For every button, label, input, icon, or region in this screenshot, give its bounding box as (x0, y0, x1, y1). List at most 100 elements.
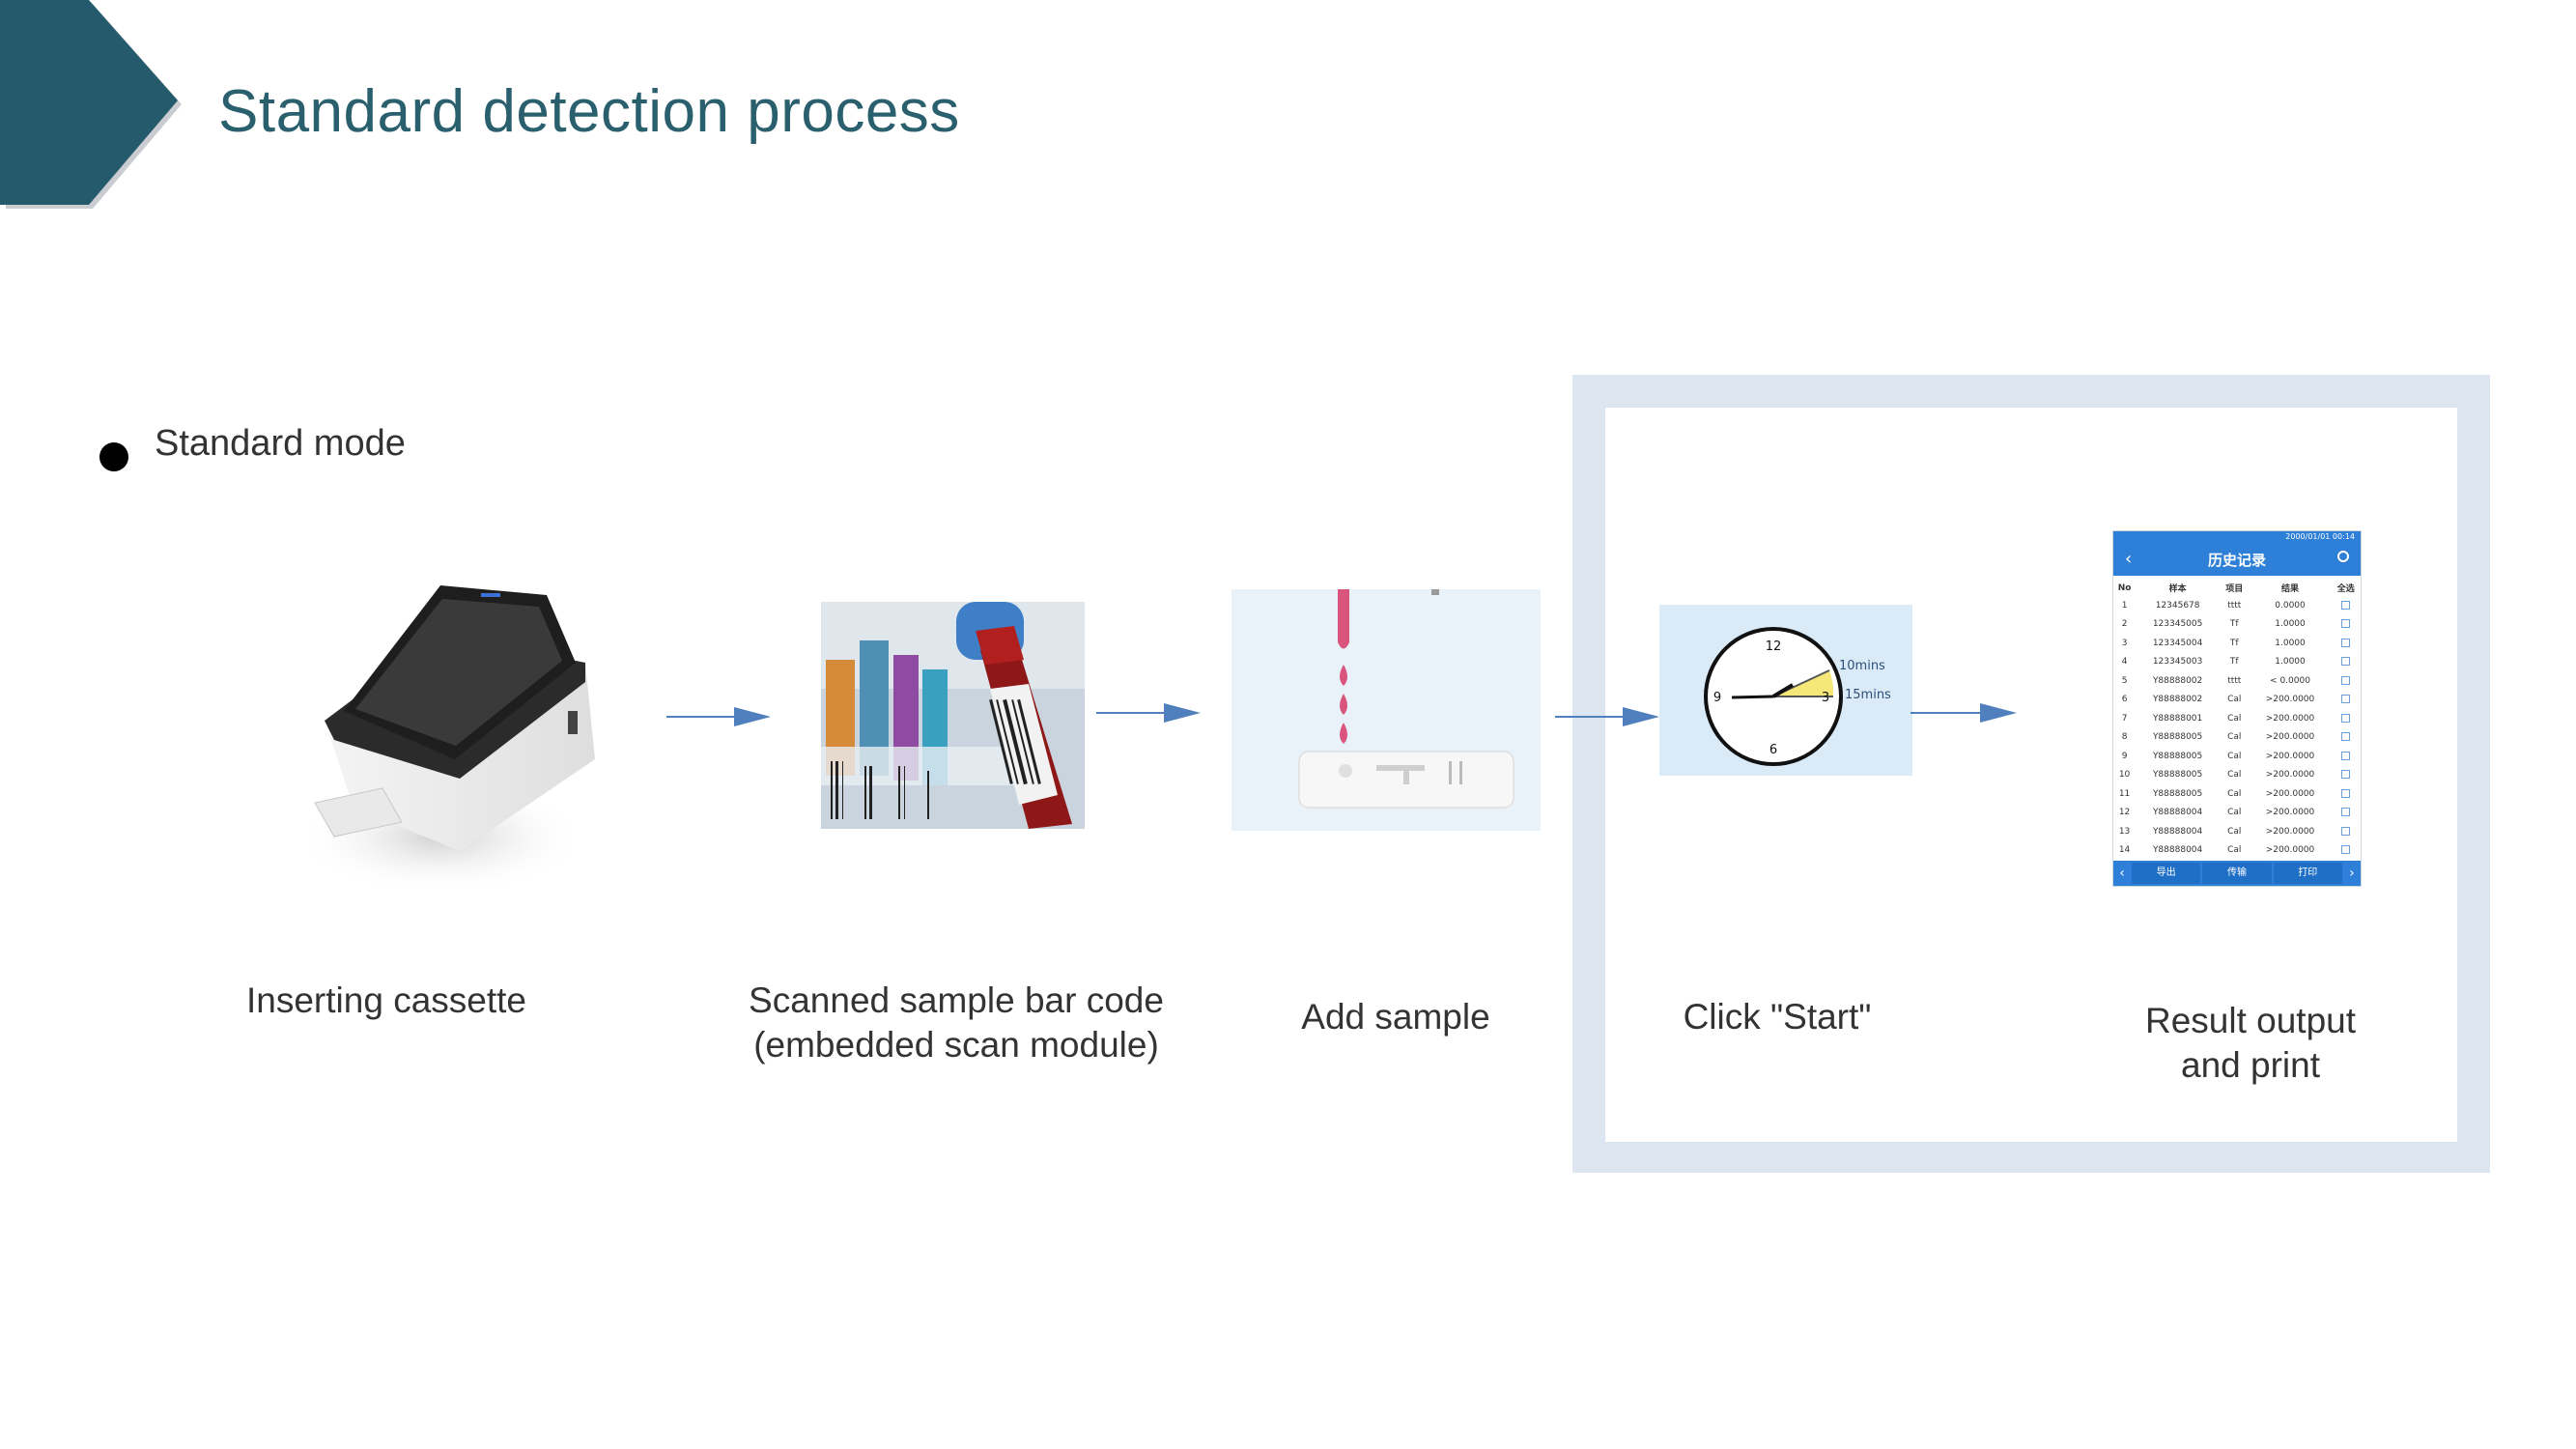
table-row[interactable]: 5 Y88888002 tttt < 0.0000 (2113, 671, 2361, 691)
timer-label-15mins: 15mins (1845, 688, 1891, 702)
row-checkbox[interactable] (2341, 695, 2351, 704)
column-header: No (2117, 582, 2132, 593)
table-cell: Y88888002 (2152, 695, 2203, 705)
table-cell: >200.0000 (2265, 845, 2315, 856)
table-cell: 10 (2118, 770, 2131, 781)
table-cell: Cal (2227, 845, 2242, 856)
clock-number-9: 9 (1713, 691, 1721, 705)
table-cell: >200.0000 (2265, 808, 2315, 818)
transfer-button[interactable]: 传输 (2202, 863, 2272, 884)
row-checkbox[interactable] (2341, 845, 2351, 855)
step-label-line: Inserting cassette (246, 980, 526, 1020)
screen-status-time: 2000/01/01 00:14 (2113, 531, 2361, 543)
timer-label-10mins: 10mins (1839, 659, 1885, 673)
step-label-scan-barcode: Scanned sample bar code (embedded scan m… (734, 979, 1178, 1067)
search-icon[interactable] (2337, 551, 2349, 562)
bullet-text: Standard mode (155, 423, 406, 464)
table-cell: 8 (2121, 732, 2128, 743)
row-checkbox-cell (2332, 671, 2361, 691)
screen-title: 历史记录 (2207, 552, 2266, 569)
row-checkbox-cell (2332, 766, 2361, 785)
step-label-add-sample: Add sample (1246, 995, 1545, 1039)
table-cell: Y88888005 (2152, 732, 2203, 743)
row-checkbox[interactable] (2341, 751, 2351, 760)
row-checkbox[interactable] (2341, 788, 2351, 798)
select-all-header[interactable]: 全选 (2336, 584, 2355, 594)
table-cell: >200.0000 (2265, 770, 2315, 781)
screen-footer: ‹ 导出 传输 打印 › (2113, 861, 2361, 886)
table-cell: 123345005 (2152, 619, 2203, 630)
table-cell: 5 (2121, 675, 2128, 686)
table-cell: Tf (2229, 638, 2239, 648)
table-cell: Cal (2227, 788, 2242, 799)
step-label-inserting-cassette: Inserting cassette (222, 979, 551, 1023)
table-cell: 123345004 (2152, 638, 2203, 648)
step-label-result-output: Result output and print (2096, 999, 2405, 1088)
step-label-line: and print (2181, 1045, 2320, 1085)
table-cell: >200.0000 (2265, 788, 2315, 799)
table-cell: < 0.0000 (2270, 675, 2310, 686)
row-checkbox-cell (2332, 653, 2361, 672)
flow-arrow-2 (1096, 703, 1201, 723)
table-cell: Y88888005 (2152, 751, 2203, 761)
step-label-line: (embedded scan module) (753, 1025, 1159, 1065)
table-cell: 1.0000 (2275, 657, 2306, 668)
row-checkbox[interactable] (2341, 808, 2351, 817)
bullet-dot (99, 442, 128, 471)
row-checkbox-cell (2332, 747, 2361, 766)
table-cell: 1.0000 (2275, 619, 2306, 630)
print-button[interactable]: 打印 (2273, 863, 2342, 884)
table-cell: >200.0000 (2265, 713, 2315, 724)
row-checkbox-cell (2332, 804, 2361, 823)
column-header: 样本 (2168, 584, 2187, 594)
row-checkbox[interactable] (2341, 675, 2351, 685)
history-table-header: No 样本 项目 结果 全选 (2113, 580, 2361, 596)
table-cell: tttt (2227, 600, 2242, 611)
prev-page-icon[interactable]: ‹ (2119, 866, 2125, 881)
table-cell: 6 (2121, 695, 2128, 705)
row-checkbox-cell (2332, 822, 2361, 841)
row-checkbox[interactable] (2341, 770, 2351, 780)
table-cell: Y88888001 (2152, 713, 2203, 724)
screen-header: ‹ 历史记录 (2113, 543, 2361, 576)
clock-number-12: 12 (1766, 639, 1782, 654)
row-checkbox-cell (2332, 728, 2361, 748)
row-checkbox[interactable] (2341, 638, 2351, 647)
row-checkbox[interactable] (2341, 732, 2351, 742)
row-checkbox[interactable] (2341, 619, 2351, 629)
table-cell: Y88888004 (2152, 826, 2203, 837)
table-cell: Y88888002 (2152, 675, 2203, 686)
table-cell: tttt (2227, 675, 2242, 686)
step-label-line: Add sample (1301, 997, 1490, 1037)
back-chevron-icon[interactable]: ‹ (2125, 549, 2133, 569)
row-checkbox-cell (2332, 596, 2361, 615)
next-page-icon[interactable]: › (2349, 866, 2355, 881)
export-button[interactable]: 导出 (2132, 863, 2201, 884)
row-checkbox[interactable] (2341, 713, 2351, 723)
clock-number-6: 6 (1769, 743, 1777, 757)
table-cell: 2 (2121, 619, 2128, 630)
row-checkbox[interactable] (2341, 826, 2351, 836)
table-cell: 11 (2118, 788, 2131, 799)
row-checkbox[interactable] (2341, 657, 2351, 667)
flow-arrow-4 (1911, 703, 2017, 723)
table-cell: 1 (2121, 600, 2128, 611)
clock-number-3: 3 (1822, 691, 1829, 705)
row-checkbox[interactable] (2341, 600, 2351, 610)
table-cell: Cal (2227, 751, 2242, 761)
table-cell: Cal (2227, 713, 2242, 724)
